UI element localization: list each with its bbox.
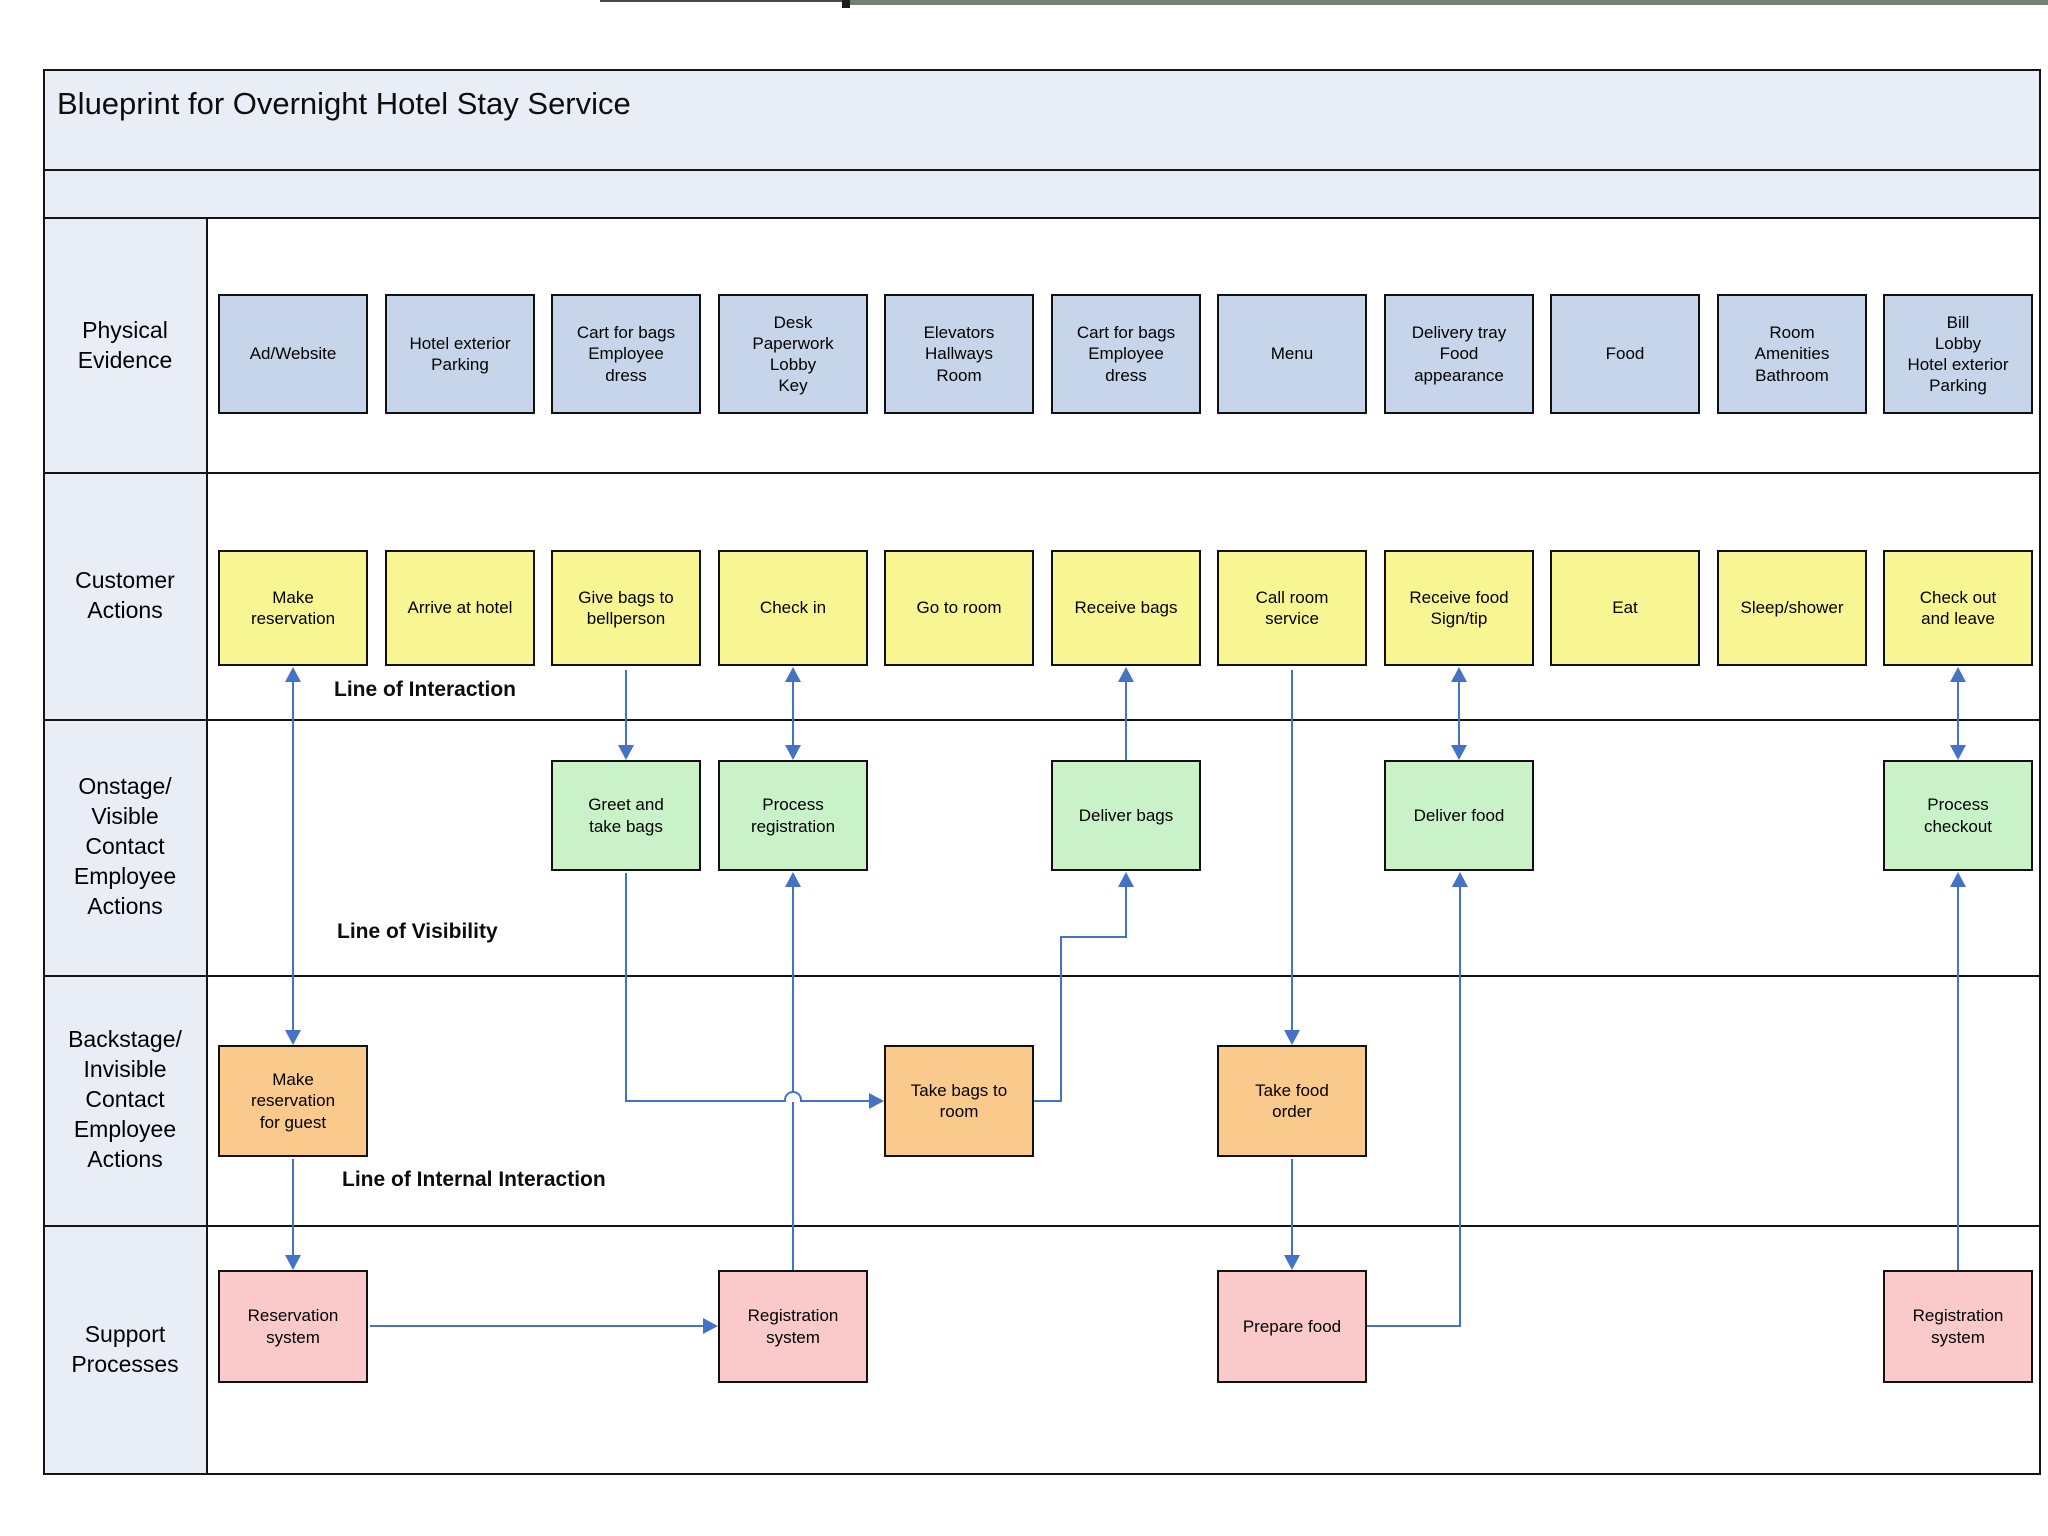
pe-hotel-exterior: Hotel exterior Parking <box>385 294 535 414</box>
connector-check-out <box>1957 678 1959 746</box>
arrowhead-down-prepare-food <box>1284 1255 1300 1270</box>
ca-make-reservation: Make reservation <box>218 550 368 666</box>
arrowhead-up-make-reservation <box>285 667 301 682</box>
blueprint-table <box>43 69 2041 1475</box>
pe-cart-for-bags-2: Cart for bags Employee dress <box>1051 294 1201 414</box>
label-column-border <box>206 219 208 1473</box>
support-registration-system-1: Registration system <box>718 1270 868 1383</box>
arrowhead-up-process-checkout <box>1950 872 1966 887</box>
connector-reservation-vertical <box>292 678 294 1036</box>
arrowhead-down-process-registration <box>785 745 801 760</box>
connector-greet-down <box>625 873 627 1102</box>
connector-prepare-food-out <box>1367 1325 1461 1327</box>
connector-reservation-to-registration <box>370 1325 704 1327</box>
onstage-greet-take-bags: Greet and take bags <box>551 760 701 871</box>
pe-elevators: Elevators Hallways Room <box>884 294 1034 414</box>
backstage-make-reservation-for-guest: Make reservation for guest <box>218 1045 368 1157</box>
connector-check-in <box>792 678 794 746</box>
arrowhead-up-deliver-food <box>1452 872 1468 887</box>
connector-deliver-food <box>1458 678 1460 746</box>
connector-deliver-bags <box>1125 672 1127 760</box>
ca-call-room-service: Call room service <box>1217 550 1367 666</box>
ca-check-out: Check out and leave <box>1883 550 2033 666</box>
arrowhead-down-reservation-system <box>285 1255 301 1270</box>
pe-menu: Menu <box>1217 294 1367 414</box>
onstage-process-registration: Process registration <box>718 760 868 871</box>
line-of-interaction-border <box>43 719 2041 721</box>
arrowhead-up-receive-food <box>1451 667 1467 682</box>
title-band <box>45 71 2039 169</box>
connector-give-bags <box>625 670 627 748</box>
line-of-internal-interaction-border <box>43 1225 2041 1227</box>
page-title: Blueprint for Overnight Hotel Stay Servi… <box>57 86 631 121</box>
arrowhead-down-make-reservation-for-guest <box>285 1030 301 1045</box>
backstage-take-bags-to-room: Take bags to room <box>884 1045 1034 1157</box>
connector-registration-system-up <box>792 884 794 1270</box>
row-label-physical-evidence: Physical Evidence <box>77 316 173 373</box>
connector-take-bags-to-deliver <box>1125 876 1127 938</box>
pe-cart-for-bags-1: Cart for bags Employee dress <box>551 294 701 414</box>
spacer-border <box>43 217 2041 219</box>
label-line-of-internal-interaction: Line of Internal Interaction <box>342 1168 606 1191</box>
connector-to-reservation-system <box>292 1159 294 1257</box>
row-label-support: Support Processes <box>71 1321 179 1377</box>
pe-desk-paperwork: Desk Paperwork Lobby Key <box>718 294 868 414</box>
support-prepare-food: Prepare food <box>1217 1270 1367 1383</box>
arrowhead-up-deliver-bags <box>1118 872 1134 887</box>
backstage-take-food-order: Take food order <box>1217 1045 1367 1157</box>
row-label-onstage: Onstage/ Visible Contact Employee Action… <box>73 773 177 919</box>
connector-call-room-service <box>1291 670 1293 1032</box>
row-label-customer-actions: Customer Actions <box>75 566 175 623</box>
arrowhead-up-receive-bags <box>1118 667 1134 682</box>
connector-take-bags-out <box>1034 1100 1062 1102</box>
arrowhead-up-process-registration <box>785 872 801 887</box>
pe-ad-website: Ad/Website <box>218 294 368 414</box>
pe-room-amenities: Room Amenities Bathroom <box>1717 294 1867 414</box>
line-of-visibility-border <box>43 975 2041 977</box>
title-border <box>43 169 2041 171</box>
arrowhead-up-check-in <box>785 667 801 682</box>
ca-receive-food: Receive food Sign/tip <box>1384 550 1534 666</box>
arrowhead-right-registration-system <box>703 1318 718 1334</box>
ca-give-bags: Give bags to bellperson <box>551 550 701 666</box>
connector-crossover-hop <box>784 1091 802 1102</box>
support-reservation-system: Reservation system <box>218 1270 368 1383</box>
label-line-of-interaction: Line of Interaction <box>334 678 517 701</box>
ca-arrive-at-hotel: Arrive at hotel <box>385 550 535 666</box>
onstage-process-checkout: Process checkout <box>1883 760 2033 871</box>
arrowhead-down-greet-take-bags <box>618 745 634 760</box>
row-label-column <box>45 219 206 1473</box>
ca-eat: Eat <box>1550 550 1700 666</box>
onstage-deliver-food: Deliver food <box>1384 760 1534 871</box>
row-border-pe-ca <box>43 472 2041 474</box>
connector-to-prepare-food <box>1291 1159 1293 1257</box>
support-registration-system-2: Registration system <box>1883 1270 2033 1383</box>
arrowhead-up-check-out <box>1950 667 1966 682</box>
connector-take-bags-over <box>1060 936 1127 938</box>
top-marker-square <box>842 0 850 8</box>
ca-receive-bags: Receive bags <box>1051 550 1201 666</box>
pe-bill-lobby: Bill Lobby Hotel exterior Parking <box>1883 294 2033 414</box>
arrowhead-down-process-checkout <box>1950 745 1966 760</box>
ca-go-to-room: Go to room <box>884 550 1034 666</box>
connector-registration-to-checkout <box>1957 884 1959 1270</box>
connector-greet-to-take-bags <box>625 1100 870 1102</box>
arrowhead-down-take-food-order <box>1284 1030 1300 1045</box>
pe-delivery-tray: Delivery tray Food appearance <box>1384 294 1534 414</box>
spacer-band <box>45 171 2039 217</box>
arrowhead-right-take-bags-to-room <box>869 1093 884 1109</box>
top-divider-line <box>600 0 843 2</box>
label-line-of-visibility: Line of Visibility <box>337 920 498 943</box>
ca-sleep-shower: Sleep/shower <box>1717 550 1867 666</box>
ca-check-in: Check in <box>718 550 868 666</box>
arrowhead-down-deliver-food <box>1451 745 1467 760</box>
onstage-deliver-bags: Deliver bags <box>1051 760 1201 871</box>
row-label-backstage: Backstage/ Invisible Contact Employee Ac… <box>68 1026 182 1172</box>
connector-take-bags-up <box>1060 936 1062 1102</box>
top-green-bar <box>850 0 2048 5</box>
pe-food: Food <box>1550 294 1700 414</box>
connector-prepare-food-up <box>1459 876 1461 1327</box>
